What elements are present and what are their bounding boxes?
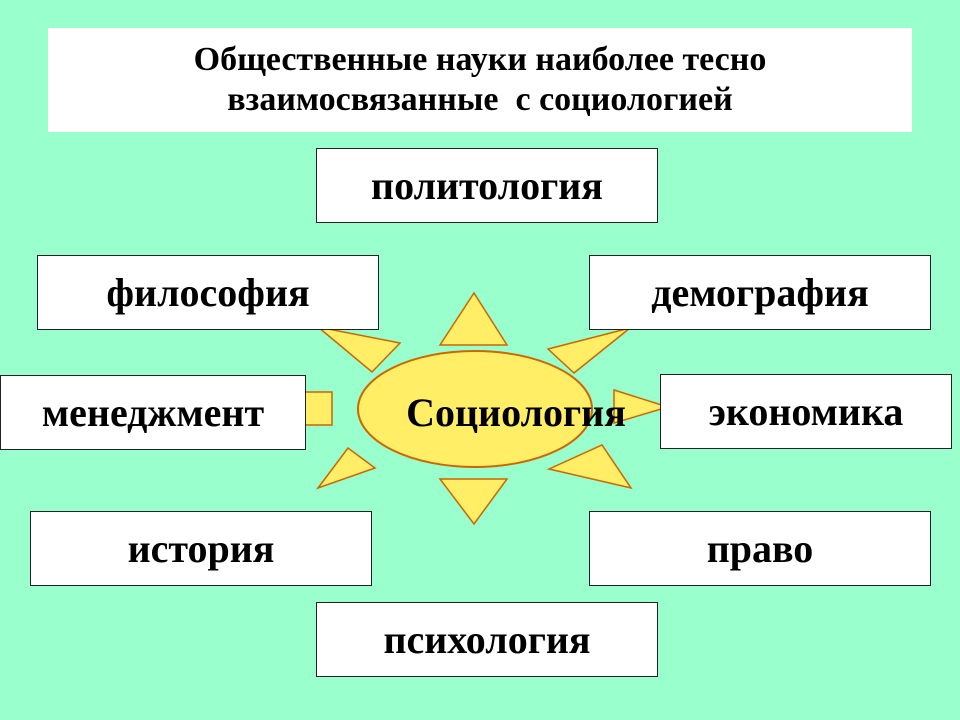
box-economics: экономика [660,374,952,449]
sun-ray-top [438,291,509,346]
title-line-2: взаимосвязанные с социологией [227,81,733,118]
sun-ray-bottom-right [546,444,633,490]
box-demography: демография [589,255,931,330]
box-politology: политология [316,148,658,223]
sun-ray-top-right [546,327,631,374]
center-label-sociology: Социология [406,389,626,435]
title-line-1: Общественные науки наиболее тесно [193,41,767,78]
box-philosophy: философия [37,255,379,330]
sun-ray-right [613,388,671,425]
box-psychology: психология [316,602,658,677]
sun-ray-left [304,391,333,426]
sun-ray-bottom-left [315,446,377,490]
sun-ray-bottom [438,478,509,526]
box-law: право [589,511,931,586]
sun-ray-top-left [317,326,402,374]
box-management: менеджмент [0,375,306,450]
box-history: история [30,511,372,586]
diagram-title: Общественные науки наиболее тесно взаимо… [48,28,912,132]
sun-center-ellipse [357,350,593,468]
